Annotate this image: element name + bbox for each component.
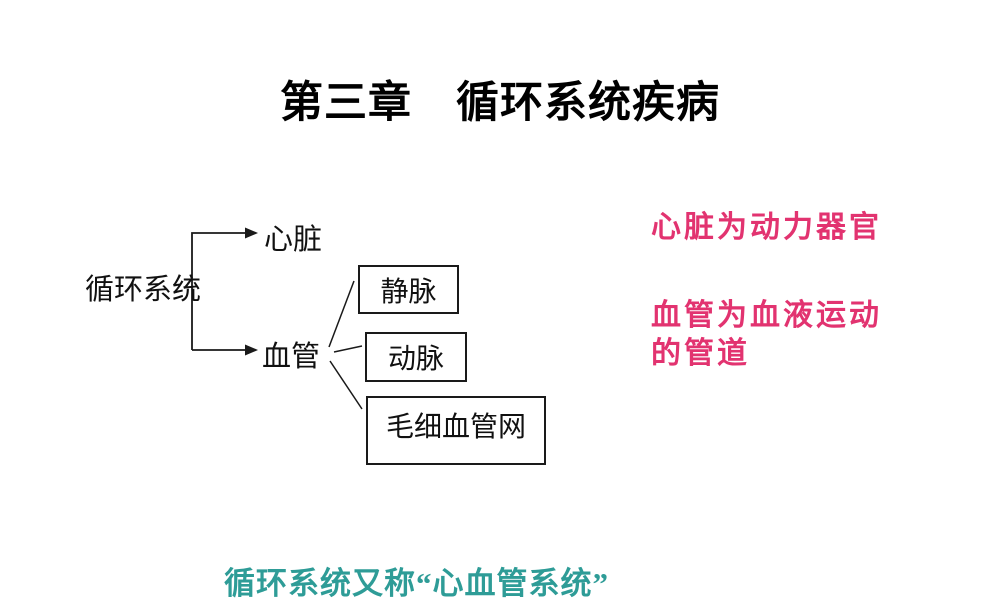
artery-box: 动脉 (365, 332, 467, 382)
footer-note: 循环系统又称“心血管系统” (224, 566, 609, 600)
branch-heart-label: 心脏 (264, 224, 323, 256)
bracket-top-line (191, 232, 246, 350)
heart-note: 心脏为动力器官 (651, 211, 882, 244)
vessel-to-vein-line (328, 280, 355, 348)
capillary-box-label: 毛细血管网 (385, 412, 526, 443)
tree-root-label: 循环系统 (85, 274, 202, 306)
vessel-to-capillary-line (329, 360, 363, 410)
vessel-note: 血管为血液运动的管道 (651, 299, 882, 370)
capillary-box: 毛细血管网 (366, 396, 546, 465)
branch-vessel-label: 血管 (262, 341, 321, 373)
vessel-to-artery-line (333, 345, 363, 353)
artery-box-label: 动脉 (387, 344, 444, 375)
arrow-right-icon (245, 344, 258, 356)
slide-title: 第三章 循环系统疾病 (280, 80, 720, 127)
vein-box: 静脉 (358, 265, 459, 314)
vein-box-label: 静脉 (380, 276, 437, 308)
arrow-right-icon (245, 227, 258, 239)
